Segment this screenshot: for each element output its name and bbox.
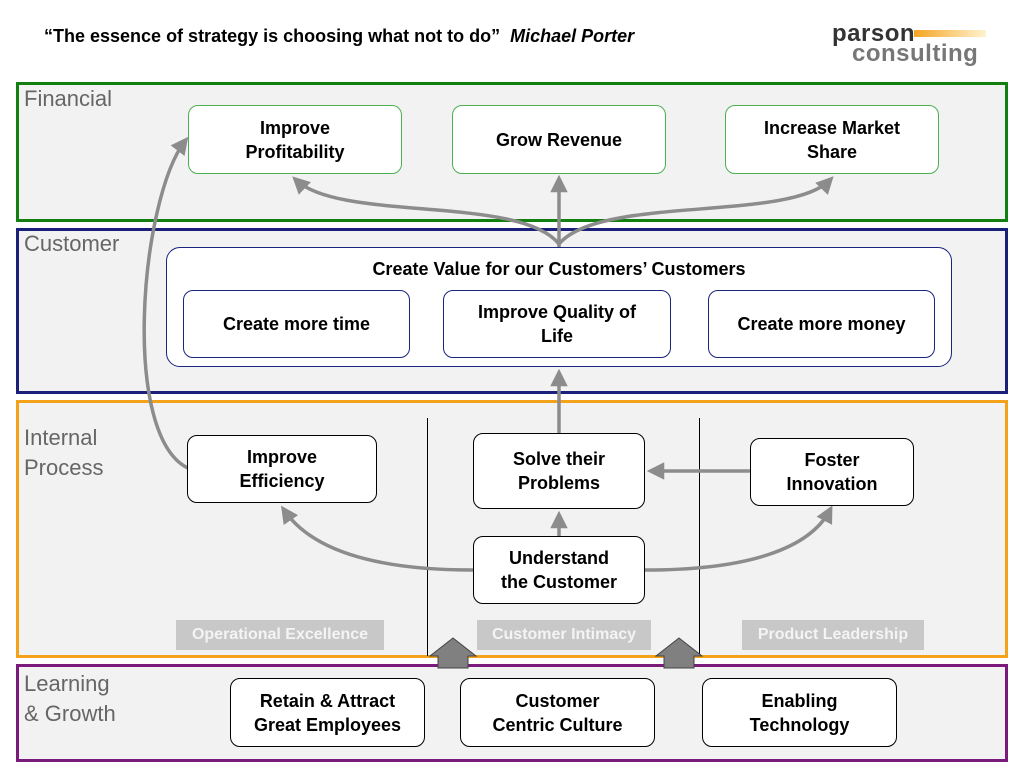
quote-text: “The essence of strategy is choosing wha… xyxy=(44,26,501,46)
divider-left xyxy=(427,418,428,656)
block-arrow-left xyxy=(428,637,478,669)
block-arrow-right xyxy=(654,637,704,669)
internal-process-band-label: Internal Process xyxy=(24,425,104,480)
box-increase-market-share: Increase Market Share xyxy=(725,105,939,174)
box-improve-quality-of-life: Improve Quality of Life xyxy=(443,290,671,358)
logo-accent-bar xyxy=(914,30,986,37)
arrow-understand-to-efficiency xyxy=(281,505,474,572)
divider-right xyxy=(699,418,700,656)
arrow-understand-to-innovation xyxy=(644,505,833,572)
logo-line2: consulting xyxy=(852,40,979,67)
box-create-more-money: Create more money xyxy=(708,290,935,358)
box-improve-profitability: Improve Profitability xyxy=(188,105,402,174)
box-retain-attract-employees: Retain & Attract Great Employees xyxy=(230,678,425,747)
arrow-to-market-share xyxy=(557,176,834,246)
box-create-more-time: Create more time xyxy=(183,290,410,358)
customer-band-label: Customer xyxy=(24,231,120,256)
box-customer-centric-culture: Customer Centric Culture xyxy=(460,678,655,747)
box-enabling-technology: Enabling Technology xyxy=(702,678,897,747)
strategy-quote: “The essence of strategy is choosing wha… xyxy=(44,26,634,47)
quote-author: Michael Porter xyxy=(510,26,635,46)
box-foster-innovation: Foster Innovation xyxy=(750,438,914,506)
financial-band-label: Financial xyxy=(24,86,113,111)
box-understand-the-customer: Understand the Customer xyxy=(473,536,645,604)
learning-growth-band-label: Learning & Growth xyxy=(24,671,116,726)
customer-value-title: Create Value for our Customers’ Customer… xyxy=(372,259,746,279)
arrow-efficiency-to-profitability xyxy=(142,136,191,471)
box-improve-efficiency: Improve Efficiency xyxy=(187,435,377,503)
logo-line1: parson xyxy=(832,20,916,47)
tag-customer-intimacy: Customer Intimacy xyxy=(477,620,651,650)
box-grow-revenue: Grow Revenue xyxy=(452,105,666,174)
box-solve-their-problems: Solve their Problems xyxy=(473,433,645,509)
tag-product-leadership: Product Leadership xyxy=(742,620,924,650)
arrow-to-profitability xyxy=(292,176,561,246)
parson-consulting-logo: parson consulting xyxy=(832,22,992,72)
tag-operational-excellence: Operational Excellence xyxy=(176,620,384,650)
